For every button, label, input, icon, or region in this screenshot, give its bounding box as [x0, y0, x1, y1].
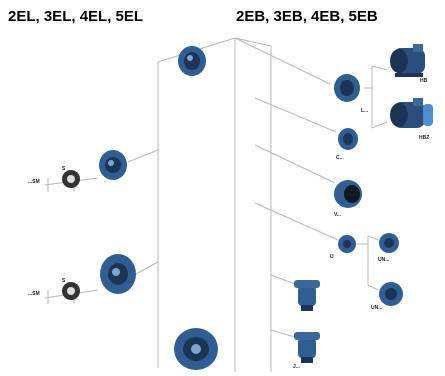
un-lower-label: UN... — [371, 305, 383, 311]
c-label: C... — [336, 155, 344, 161]
hb-label: HB — [420, 78, 428, 84]
un-upper-label: UN... — [378, 257, 390, 263]
sm-lower-label: ...SM — [28, 291, 40, 297]
un-upper-part — [379, 233, 399, 253]
left-upper-motor-part — [99, 150, 127, 180]
s-upper-label: S — [62, 166, 66, 172]
u-adapter-part — [338, 235, 356, 253]
hbz-label: HBZ — [419, 135, 430, 141]
sm-upper-label: ...SM — [28, 179, 40, 185]
left-upper-seal-part — [62, 170, 80, 188]
j-label: J... — [293, 364, 300, 370]
u-label: U — [330, 254, 334, 260]
l-label: L... — [361, 108, 369, 114]
l-adapter-part — [334, 74, 360, 102]
top-adapter-part — [178, 46, 206, 76]
right-series-heading: 2EB, 3EB, 4EB, 5EB — [236, 8, 378, 25]
left-lower-seal-part — [62, 282, 80, 300]
v-label: V... — [334, 212, 342, 218]
hb-motor-part — [390, 44, 425, 77]
bottom-gear-unit-part — [174, 328, 218, 370]
right-angle-gear-upper-part — [294, 280, 320, 311]
c-adapter-part — [338, 128, 358, 150]
j-gear-part — [294, 332, 320, 363]
s-lower-label: S — [62, 278, 66, 284]
un-lower-part — [379, 282, 403, 306]
left-lower-motor-part — [100, 254, 136, 294]
left-series-heading: 2EL, 3EL, 4EL, 5EL — [8, 8, 144, 25]
v-adapter-part — [334, 180, 362, 208]
hbz-motor-part — [390, 98, 433, 128]
